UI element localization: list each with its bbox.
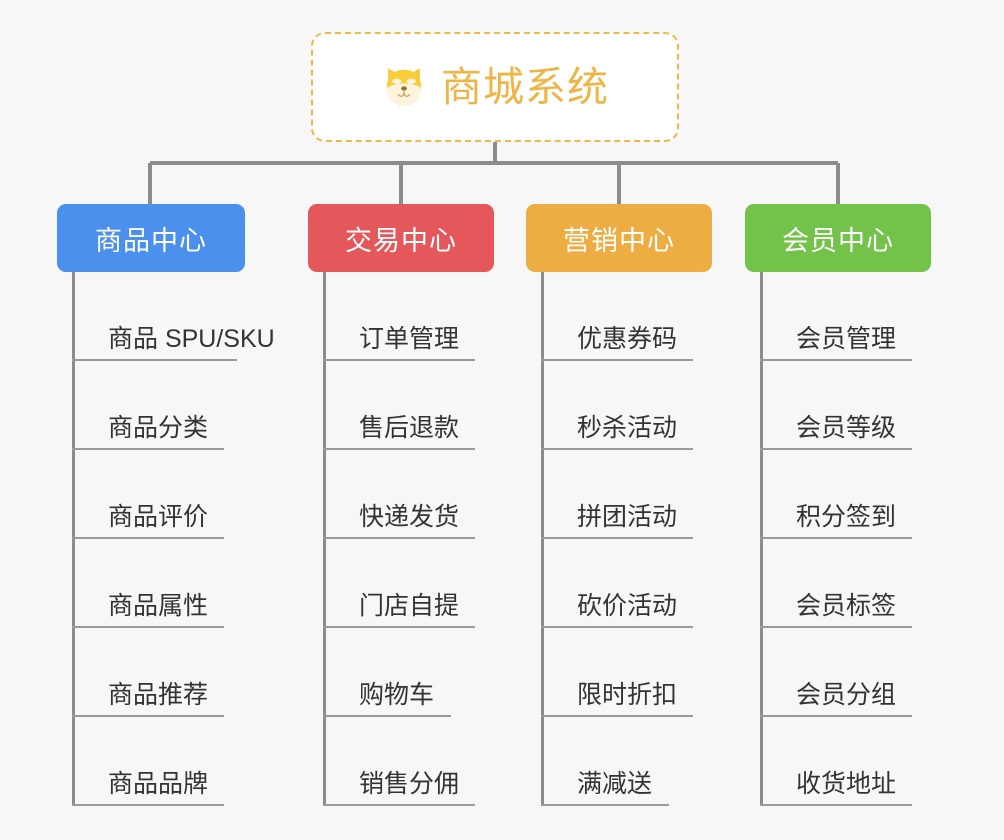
sub-item-label: 收货地址 bbox=[796, 769, 897, 798]
sub-item-label: 会员标签 bbox=[796, 591, 897, 620]
sub-item[interactable]: 订单管理 bbox=[323, 272, 475, 361]
sub-list-4: 会员管理 会员等级 积分签到 会员标签 会员分组 收货地址 bbox=[760, 272, 931, 806]
branch-交易中心: 交易中心 订单管理 售后退款 快递发货 门店自提 购物车 销售分佣 bbox=[308, 204, 494, 806]
sub-item-label: 限时折扣 bbox=[577, 680, 678, 709]
sub-item[interactable]: 商品分类 bbox=[72, 361, 224, 450]
branch-header-2[interactable]: 交易中心 bbox=[308, 204, 494, 272]
sub-item-label: 销售分佣 bbox=[359, 769, 460, 798]
sub-item-label: 秒杀活动 bbox=[577, 413, 678, 442]
sub-item-label: 商品推荐 bbox=[108, 680, 209, 709]
sub-item[interactable]: 商品品牌 bbox=[72, 717, 224, 806]
sub-item-label: 门店自提 bbox=[359, 591, 460, 620]
sub-item[interactable]: 购物车 bbox=[323, 628, 451, 717]
sub-list-spine bbox=[760, 272, 763, 806]
sub-item[interactable]: 商品评价 bbox=[72, 450, 224, 539]
branch-header-4[interactable]: 会员中心 bbox=[745, 204, 931, 272]
sub-list-spine bbox=[541, 272, 544, 806]
sub-item[interactable]: 满减送 bbox=[541, 717, 669, 806]
sub-item-label: 商品分类 bbox=[108, 413, 209, 442]
branch-营销中心: 营销中心 优惠券码 秒杀活动 拼团活动 砍价活动 限时折扣 满减送 bbox=[526, 204, 712, 806]
sub-item[interactable]: 门店自提 bbox=[323, 539, 475, 628]
sub-item[interactable]: 秒杀活动 bbox=[541, 361, 693, 450]
sub-item-label: 会员等级 bbox=[796, 413, 897, 442]
sub-item-label: 商品评价 bbox=[108, 502, 209, 531]
branch-header-1[interactable]: 商品中心 bbox=[57, 204, 245, 272]
sub-item[interactable]: 商品属性 bbox=[72, 539, 224, 628]
sub-item-label: 售后退款 bbox=[359, 413, 460, 442]
branch-header-3[interactable]: 营销中心 bbox=[526, 204, 712, 272]
sub-item-label: 购物车 bbox=[359, 680, 435, 709]
sub-item-label: 优惠券码 bbox=[577, 324, 678, 353]
sub-item[interactable]: 限时折扣 bbox=[541, 628, 693, 717]
branch-会员中心: 会员中心 会员管理 会员等级 积分签到 会员标签 会员分组 收货地址 bbox=[745, 204, 931, 806]
root-node[interactable]: 商城系统 bbox=[311, 32, 679, 142]
sub-list-spine bbox=[72, 272, 75, 806]
branch-商品中心: 商品中心 商品 SPU/SKU 商品分类 商品评价 商品属性 商品推荐 商品品牌 bbox=[57, 204, 275, 806]
sub-item[interactable]: 会员分组 bbox=[760, 628, 912, 717]
sub-item[interactable]: 商品 SPU/SKU bbox=[72, 272, 275, 361]
sub-item-label: 商品属性 bbox=[108, 591, 209, 620]
sub-item[interactable]: 砍价活动 bbox=[541, 539, 693, 628]
sub-item-label: 满减送 bbox=[577, 769, 653, 798]
sub-item-label: 砍价活动 bbox=[577, 591, 678, 620]
sub-list-spine bbox=[323, 272, 326, 806]
sub-item-label: 订单管理 bbox=[359, 324, 460, 353]
sub-item[interactable]: 会员管理 bbox=[760, 272, 912, 361]
sub-item[interactable]: 拼团活动 bbox=[541, 450, 693, 539]
sub-list-3: 优惠券码 秒杀活动 拼团活动 砍价活动 限时折扣 满减送 bbox=[541, 272, 712, 806]
sub-item-label: 积分签到 bbox=[796, 502, 897, 531]
sub-item[interactable]: 优惠券码 bbox=[541, 272, 693, 361]
sub-list-1: 商品 SPU/SKU 商品分类 商品评价 商品属性 商品推荐 商品品牌 bbox=[72, 272, 275, 806]
sub-item-label: 会员分组 bbox=[796, 680, 897, 709]
sub-item[interactable]: 售后退款 bbox=[323, 361, 475, 450]
branch-label: 商品中心 bbox=[95, 225, 207, 256]
sub-item-label: 快递发货 bbox=[359, 502, 460, 531]
sub-item[interactable]: 会员标签 bbox=[760, 539, 912, 628]
sub-item[interactable]: 会员等级 bbox=[760, 361, 912, 450]
sub-item[interactable]: 销售分佣 bbox=[323, 717, 475, 806]
branch-label: 交易中心 bbox=[345, 225, 457, 256]
sub-item[interactable]: 积分签到 bbox=[760, 450, 912, 539]
sub-item-label: 商品品牌 bbox=[108, 769, 209, 798]
sub-item-label: 拼团活动 bbox=[577, 502, 678, 531]
branch-label: 营销中心 bbox=[563, 225, 675, 256]
sub-item[interactable]: 收货地址 bbox=[760, 717, 912, 806]
sub-item[interactable]: 商品推荐 bbox=[72, 628, 224, 717]
root-title: 商城系统 bbox=[441, 63, 609, 110]
sub-list-2: 订单管理 售后退款 快递发货 门店自提 购物车 销售分佣 bbox=[323, 272, 494, 806]
sub-item[interactable]: 快递发货 bbox=[323, 450, 475, 539]
dog-face-icon bbox=[381, 64, 427, 110]
branch-label: 会员中心 bbox=[782, 225, 894, 256]
sub-item-label: 会员管理 bbox=[796, 324, 897, 353]
sub-item-label: 商品 SPU/SKU bbox=[108, 324, 275, 353]
